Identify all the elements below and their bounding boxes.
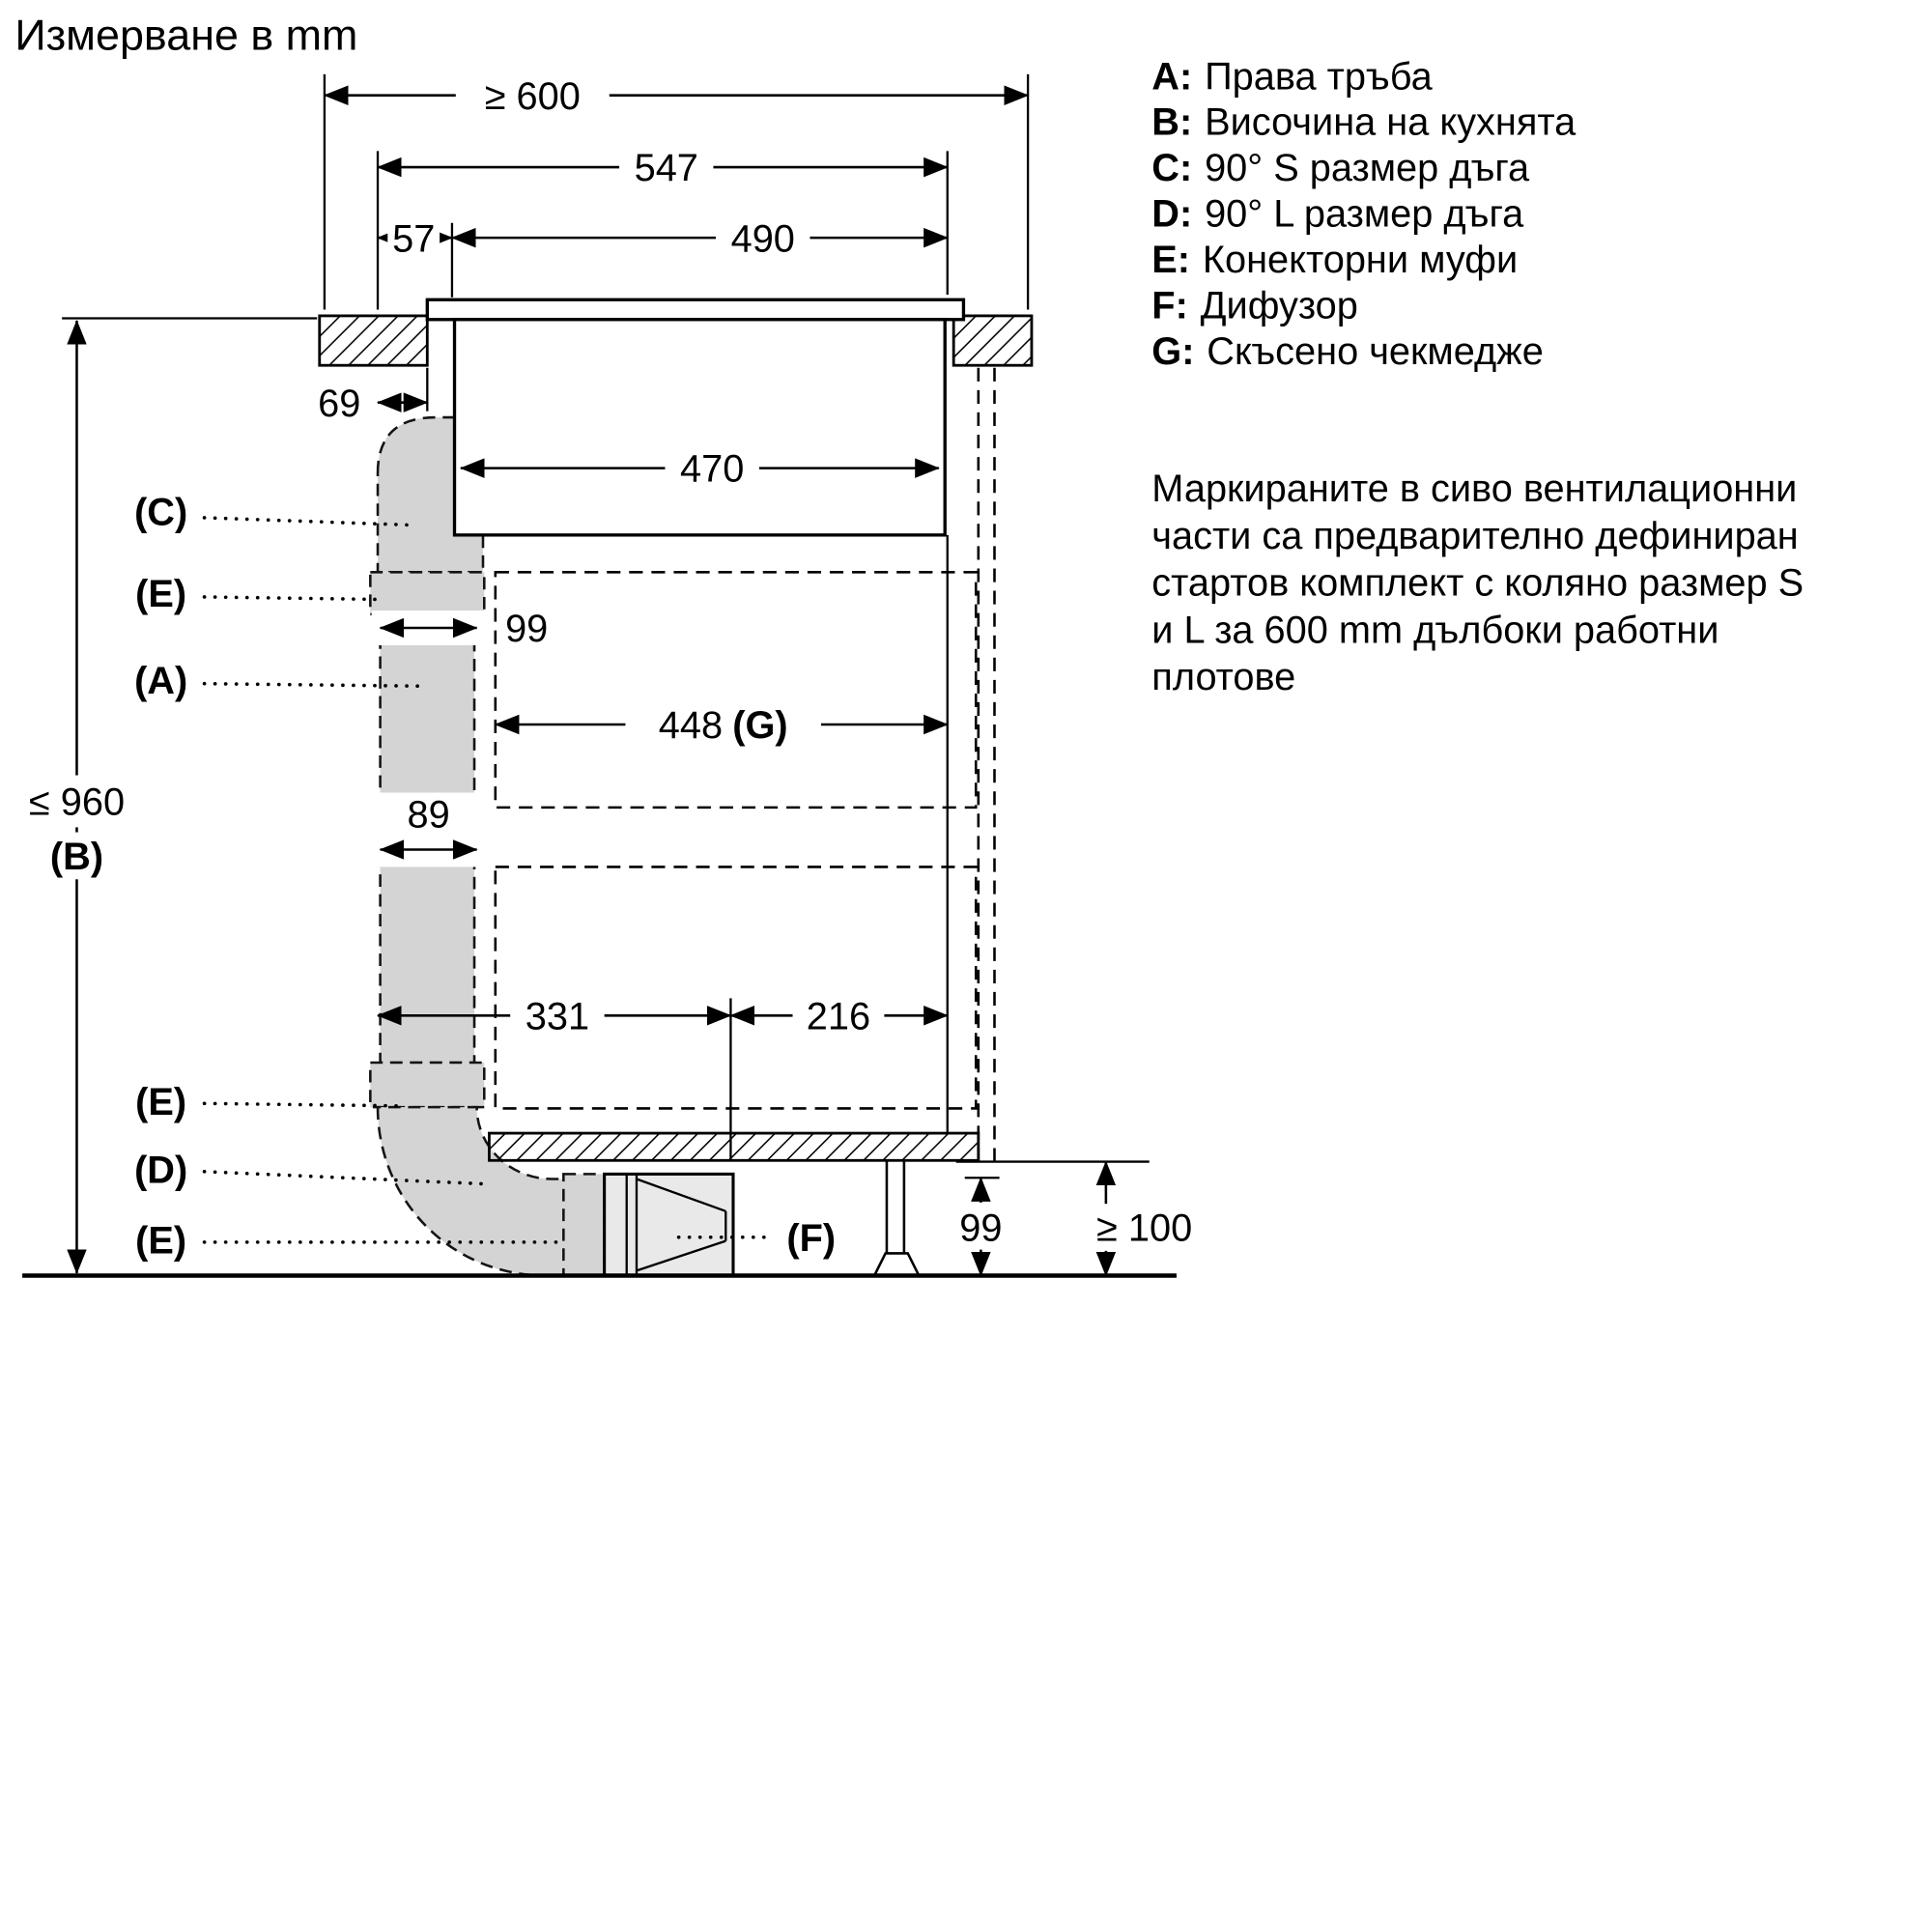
leader-d xyxy=(202,1170,488,1186)
note-line-2: части са предварително дефиниран xyxy=(1151,515,1798,557)
callout-f: (F) xyxy=(786,1217,836,1260)
dim-label-331: 331 xyxy=(526,995,589,1037)
duct-sleeve-diffuser xyxy=(562,1173,606,1277)
leader-e-upper xyxy=(202,595,384,602)
dim-label-448-key: (G) xyxy=(732,704,787,747)
dim-bg-960 xyxy=(2,775,152,828)
dim-label-69: 69 xyxy=(318,383,360,425)
dim-bg-216 xyxy=(792,990,885,1040)
legend-item-b: B: Височина на кухнята xyxy=(1151,101,1577,144)
dim-label-547: 547 xyxy=(635,147,698,189)
hob-body xyxy=(452,318,947,537)
callout-e-upper: (E) xyxy=(135,573,186,615)
lower-drawer-outline xyxy=(494,866,978,1110)
legend-key-d: D: xyxy=(1151,193,1192,236)
dim-bg-100 xyxy=(1074,1204,1214,1251)
dim-bg-470 xyxy=(665,442,759,494)
legend-label-f: Дифузор xyxy=(1201,284,1358,327)
dim-bg-490 xyxy=(716,213,810,263)
note-line-5: плотове xyxy=(1151,656,1295,698)
leader-e-lower xyxy=(202,1101,409,1108)
cabinet-bottom-panel xyxy=(488,1131,980,1162)
dim-label-216: 216 xyxy=(807,995,870,1037)
callout-e-lower: (E) xyxy=(135,1081,186,1123)
dim-bg-960-key xyxy=(34,832,120,880)
legend-label-e: Конекторни муфи xyxy=(1203,239,1518,281)
legend-item-e: E: Конекторни муфи xyxy=(1151,239,1518,281)
legend-item-g: G: Скъсено чекмедже xyxy=(1151,330,1544,373)
dim-label-470: 470 xyxy=(680,448,744,491)
note-line-3: стартов комплект с коляно размер S xyxy=(1151,562,1804,605)
legend-key-a: A: xyxy=(1151,55,1192,98)
note: Маркираните в сиво вентилационни части с… xyxy=(1151,468,1804,698)
diffuser-funnel-top xyxy=(636,1178,726,1212)
hob-flange xyxy=(425,298,966,322)
duct-sleeve-upper xyxy=(369,571,486,616)
legend: A: Права тръба B: Височина на кухнята C: 90… xyxy=(1151,55,1577,373)
dim-label-57: 57 xyxy=(392,217,435,260)
legend-label-g: Скъсено чекмедже xyxy=(1207,330,1544,373)
callouts: (C) (E) (A) (E) (D) (E) (F) xyxy=(134,492,836,1263)
callout-e-diffuser: (E) xyxy=(135,1219,186,1262)
leader-a xyxy=(202,681,426,689)
dim-label-89: 89 xyxy=(407,793,449,836)
dim-label-top-width: ≥ 600 xyxy=(485,75,581,118)
note-line-1: Маркираните в сиво вентилационни xyxy=(1151,468,1797,510)
legend-key-c: C: xyxy=(1151,147,1192,189)
drawer-shortened-outline xyxy=(494,571,978,810)
legend-key-f: F: xyxy=(1151,284,1188,327)
worktop-right xyxy=(952,314,1034,367)
dim-bg-331 xyxy=(510,990,605,1040)
dim-label-960: ≤ 960 xyxy=(29,781,125,824)
dim-label-99-top: 99 xyxy=(505,608,548,650)
duct-sleeve-lower xyxy=(369,1061,486,1109)
dim-label-plinth: ≥ 100 xyxy=(1096,1208,1192,1250)
legend-item-c: C: 90° S размер дъга xyxy=(1151,147,1530,189)
dim-label-490: 490 xyxy=(731,217,795,260)
callout-c: (C) xyxy=(134,492,187,534)
dim-label-448-value: 448 xyxy=(659,704,723,747)
callout-d: (D) xyxy=(134,1149,187,1191)
legend-label-d: 90° L размер дъга xyxy=(1205,193,1524,236)
worktop-left xyxy=(318,314,429,367)
dim-label-99-bottom: 99 xyxy=(959,1208,1002,1250)
dim-bg-99-bottom xyxy=(952,1202,1009,1250)
legend-key-e: E: xyxy=(1151,239,1190,281)
note-line-4: и L за 600 mm дълбоки работни xyxy=(1151,609,1719,651)
legend-item-d: D: 90° L размер дъга xyxy=(1151,193,1524,236)
diffuser xyxy=(603,1172,735,1278)
legend-key-b: B: xyxy=(1151,101,1192,144)
diffuser-funnel-bottom xyxy=(636,1239,726,1272)
callout-a: (A) xyxy=(134,660,187,702)
diagram-title: Измерване в mm xyxy=(14,10,357,59)
worktop xyxy=(318,314,1034,367)
legend-label-c: 90° S размер дъга xyxy=(1205,147,1530,189)
dim-label-448: 448(G) xyxy=(659,704,788,747)
dim-bg-547 xyxy=(619,142,714,192)
legend-key-g: G: xyxy=(1151,330,1194,373)
legend-label-a: Права тръба xyxy=(1205,55,1434,98)
dimensions: ≥ 600 547 57 490 69 470 99 448(G) 89 xyxy=(2,71,1214,1277)
legend-label-b: Височина на кухнята xyxy=(1205,101,1577,144)
dim-bg-448 xyxy=(625,699,821,750)
hob xyxy=(425,298,966,537)
legend-item-f: F: Дифузор xyxy=(1151,284,1358,327)
cabinet-leg-foot xyxy=(872,1252,922,1277)
cabinet xyxy=(488,367,996,1277)
dim-label-960-key: (B) xyxy=(50,836,103,878)
dim-bg-57 xyxy=(387,213,440,261)
dim-bg-600 xyxy=(455,71,610,121)
legend-item-a: A: Права тръба xyxy=(1151,55,1433,98)
